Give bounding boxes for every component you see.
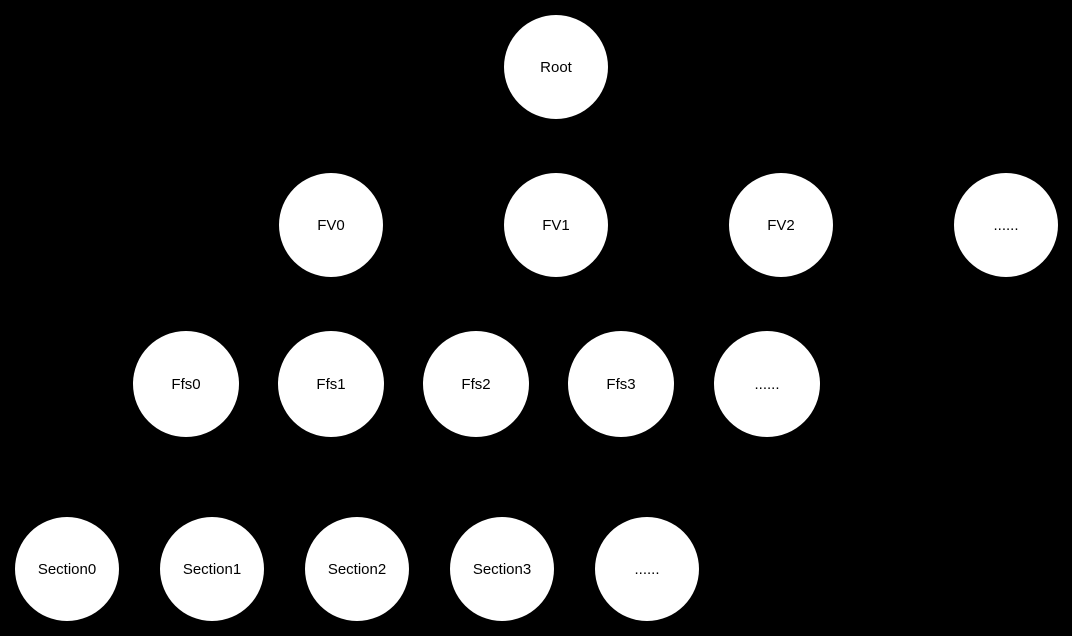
tree-node-label: FV0 [317,216,345,234]
tree-node-label: Root [540,58,572,76]
tree-node-label: Ffs0 [171,375,201,393]
tree-node-label: ...... [754,375,780,393]
tree-node-label: ...... [634,560,660,578]
tree-node-label: ...... [993,216,1019,234]
tree-node-ffs2: Ffs2 [423,331,529,437]
tree-node-ffs-more: ...... [714,331,820,437]
tree-node-fv0: FV0 [279,173,383,277]
tree-node-ffs1: Ffs1 [278,331,384,437]
tree-node-ffs3: Ffs3 [568,331,674,437]
tree-node-label: Ffs1 [316,375,346,393]
tree-node-label: FV2 [767,216,795,234]
tree-node-label: Section2 [327,560,387,578]
tree-node-section1: Section1 [160,517,264,621]
tree-node-section3: Section3 [450,517,554,621]
tree-node-label: FV1 [542,216,570,234]
tree-node-fv-more: ...... [954,173,1058,277]
tree-node-label: Section3 [472,560,532,578]
tree-node-label: Ffs3 [606,375,636,393]
tree-node-fv1: FV1 [504,173,608,277]
tree-node-section0: Section0 [15,517,119,621]
tree-node-label: Section1 [182,560,242,578]
tree-node-label: Section0 [37,560,97,578]
tree-node-section-more: ...... [595,517,699,621]
tree-node-root: Root [504,15,608,119]
tree-node-ffs0: Ffs0 [133,331,239,437]
tree-node-label: Ffs2 [461,375,491,393]
tree-node-section2: Section2 [305,517,409,621]
tree-node-fv2: FV2 [729,173,833,277]
